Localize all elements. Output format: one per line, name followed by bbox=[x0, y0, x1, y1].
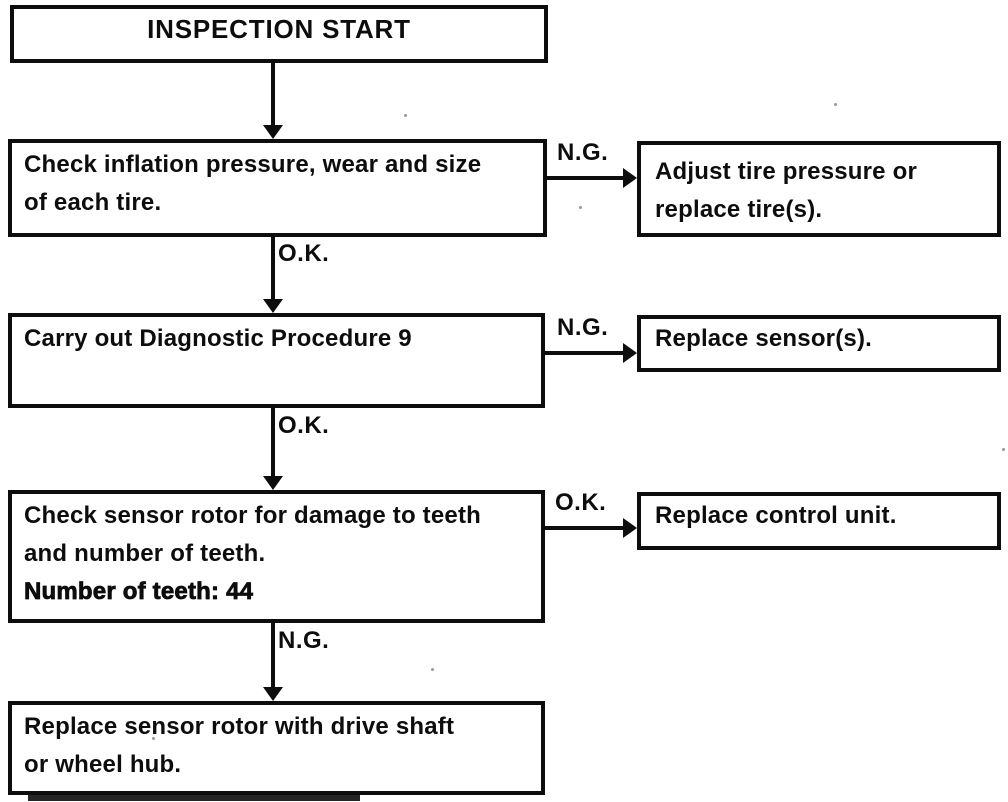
branch-label-diagnostic-ng: N.G. bbox=[557, 314, 609, 341]
arrow-rotor-to-replace-control-unit bbox=[545, 518, 637, 538]
branch-label-diagnostic-ok: O.K. bbox=[278, 412, 330, 439]
node-check-sensor-rotor-line1: Check sensor rotor for damage to teeth bbox=[24, 502, 482, 529]
arrow-head-right-icon bbox=[623, 518, 637, 538]
arrow-rotor-to-replace-rotor bbox=[263, 623, 283, 701]
node-check-sensor-rotor: Check sensor rotor for damage to teeth a… bbox=[8, 490, 545, 623]
node-check-sensor-rotor-spec: Number of teeth: 44 bbox=[24, 578, 254, 606]
node-diagnostic-procedure-line1: Carry out Diagnostic Procedure 9 bbox=[24, 325, 412, 352]
scan-speckle bbox=[1002, 448, 1005, 451]
node-diagnostic-procedure: Carry out Diagnostic Procedure 9 bbox=[8, 313, 545, 408]
arrow-head-down-icon bbox=[263, 125, 283, 139]
arrow-check-tires-to-diagnostic bbox=[263, 237, 283, 313]
scan-speckle bbox=[579, 206, 582, 209]
arrow-stem bbox=[271, 237, 275, 307]
arrow-diagnostic-to-replace-sensors bbox=[545, 343, 637, 363]
arrow-head-down-icon bbox=[263, 476, 283, 490]
node-inspection-start: INSPECTION START bbox=[10, 5, 548, 63]
node-check-sensor-rotor-line2: and number of teeth. bbox=[24, 540, 266, 567]
node-replace-control-unit-line1: Replace control unit. bbox=[655, 502, 897, 529]
scan-speckle bbox=[431, 668, 434, 671]
arrow-check-tires-to-adjust bbox=[547, 168, 637, 188]
arrow-stem bbox=[545, 351, 631, 355]
node-adjust-tire-pressure-line2: replace tire(s). bbox=[655, 196, 823, 223]
scan-speckle bbox=[834, 103, 837, 106]
node-adjust-tire-pressure: Adjust tire pressure or replace tire(s). bbox=[637, 141, 1001, 237]
node-check-tire-pressure: Check inflation pressure, wear and size … bbox=[8, 139, 547, 237]
arrow-stem bbox=[271, 623, 275, 695]
scan-speckle bbox=[152, 737, 155, 740]
node-replace-sensor-rotor: Replace sensor rotor with drive shaft or… bbox=[8, 701, 545, 795]
scan-speckle bbox=[404, 114, 407, 117]
node-replace-sensor-rotor-line1: Replace sensor rotor with drive shaft bbox=[24, 713, 455, 740]
node-replace-sensors-line1: Replace sensor(s). bbox=[655, 325, 873, 352]
arrow-stem bbox=[545, 526, 631, 530]
node-replace-sensor-rotor-line2: or wheel hub. bbox=[24, 751, 182, 778]
node-check-tire-pressure-line2: of each tire. bbox=[24, 189, 162, 216]
node-adjust-tire-pressure-line1: Adjust tire pressure or bbox=[655, 158, 918, 185]
arrow-start-to-check-tires bbox=[263, 62, 283, 139]
arrow-diagnostic-to-check-rotor bbox=[263, 408, 283, 490]
node-check-tire-pressure-line1: Check inflation pressure, wear and size bbox=[24, 151, 482, 178]
node-replace-sensors: Replace sensor(s). bbox=[637, 315, 1001, 372]
arrow-head-down-icon bbox=[263, 687, 283, 701]
branch-label-rotor-ok: O.K. bbox=[555, 489, 607, 516]
arrow-stem bbox=[271, 408, 275, 484]
branch-label-rotor-ng: N.G. bbox=[278, 627, 330, 654]
arrow-head-right-icon bbox=[623, 343, 637, 363]
scan-smudge bbox=[28, 795, 360, 801]
node-inspection-start-label: INSPECTION START bbox=[147, 14, 411, 44]
arrow-stem bbox=[271, 62, 275, 133]
arrow-head-down-icon bbox=[263, 299, 283, 313]
branch-label-check-tires-ok: O.K. bbox=[278, 240, 330, 267]
node-replace-control-unit: Replace control unit. bbox=[637, 492, 1001, 550]
arrow-stem bbox=[547, 176, 631, 180]
arrow-head-right-icon bbox=[623, 168, 637, 188]
branch-label-check-tires-ng: N.G. bbox=[557, 139, 609, 166]
